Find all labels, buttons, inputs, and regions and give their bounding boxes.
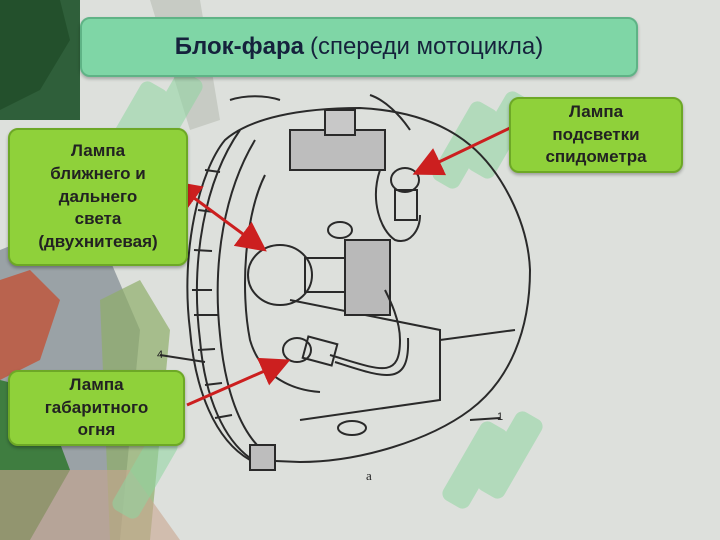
callout-speedometer-lamp: Лампа подсветки спидометра — [509, 97, 683, 173]
page-title: Блок-фара (спереди мотоцикла) — [80, 17, 638, 77]
diagram-label-a: а — [366, 468, 372, 483]
title-rest: (спереди мотоцикла) — [309, 33, 544, 60]
side-bulb — [282, 337, 312, 363]
wiring — [329, 289, 402, 370]
front-rim — [195, 129, 251, 459]
callout-side-lamp: Лампа габаритного огня — [8, 370, 185, 446]
speedometer-bulb — [390, 167, 420, 193]
callout-main-lamp: Лампа ближнего и дальнего света (двухнит… — [8, 128, 188, 266]
housing-outline — [186, 106, 532, 464]
main-bulb — [247, 244, 313, 306]
arrow-side-lamp — [186, 357, 291, 407]
arrow-main-lamp — [170, 180, 267, 252]
diagram-label-1: 1 — [497, 411, 503, 423]
arrow-speedometer-lamp — [412, 126, 511, 176]
diagram-label-4: 4 — [157, 349, 163, 361]
title-bold: Блок-фара — [174, 33, 304, 60]
